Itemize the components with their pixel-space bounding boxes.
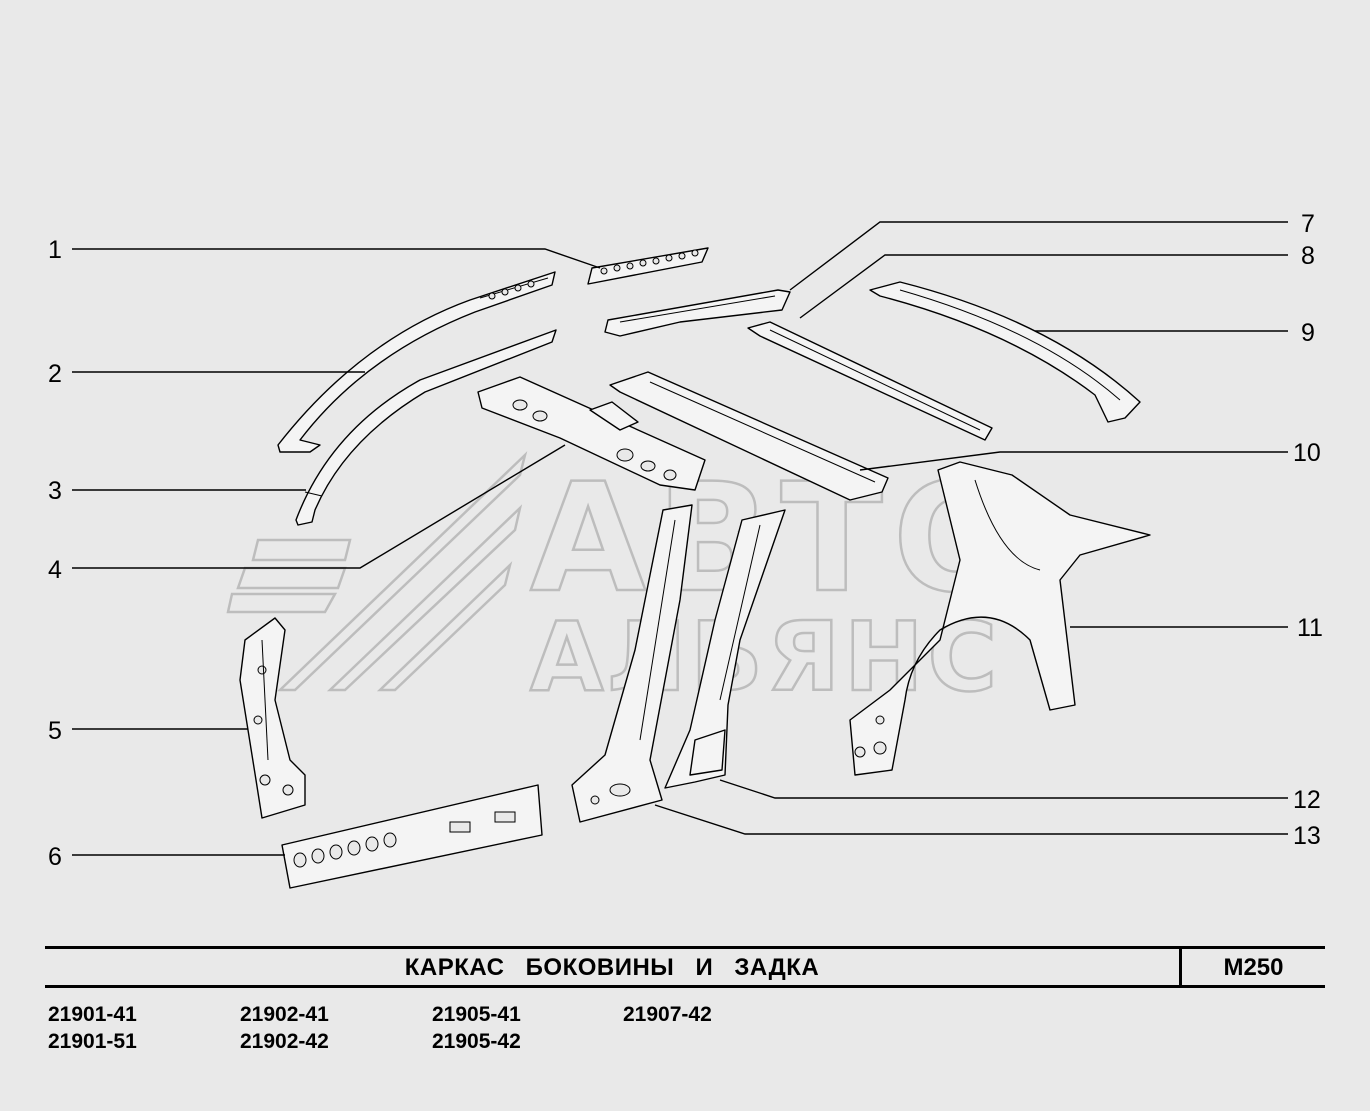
part-4-rear-panel-upper (477, 376, 706, 491)
part-7-roof-bow-front (604, 289, 791, 337)
callout-7: 7 (1301, 210, 1315, 238)
part-10-roof-rail-center (609, 371, 889, 501)
leader-8 (799, 254, 1288, 319)
leader-4 (72, 444, 566, 569)
page-title: КАРКАС БОКОВИНЫ И ЗАДКА (404, 954, 820, 981)
watermark: АВТО АЛЬЯНС (226, 451, 1022, 714)
part-9-roof-bow-rear (869, 281, 1141, 423)
part-3-roof-side-rail-inner (295, 329, 557, 526)
model-code: 21902-42 (240, 1030, 329, 1053)
callout-9: 9 (1301, 319, 1315, 347)
callout-4: 4 (48, 556, 62, 584)
part-6-sill-inner (281, 784, 543, 889)
callout-5: 5 (48, 717, 62, 745)
leader-1 (72, 248, 601, 269)
model-code: 21901-41 (48, 1003, 137, 1026)
leader-7 (789, 221, 1288, 291)
model-code: 21901-51 (48, 1030, 137, 1053)
leader-10 (859, 451, 1288, 471)
watermark-line2: АЛЬЯНС (530, 603, 1001, 713)
callout-11: 11 (1297, 614, 1323, 642)
callout-3: 3 (48, 477, 62, 505)
part-2-roof-side-rail-outer (277, 271, 556, 453)
leader-12 (719, 779, 1288, 799)
callout-12: 12 (1293, 786, 1321, 814)
callout-13: 13 (1293, 822, 1321, 850)
part-11-rear-wheelhouse-panel (849, 461, 1151, 776)
parts (239, 247, 1151, 889)
part-12-center-pillar-inner (664, 509, 786, 789)
title-bar: КАРКАС БОКОВИНЫ И ЗАДКА M250 (45, 946, 1325, 988)
parts-diagram: АВТО АЛЬЯНС (48, 210, 1323, 889)
model-code: 21905-41 (432, 1003, 521, 1026)
leader-lines (72, 221, 1288, 856)
callout-numbers: 1 2 3 4 5 6 7 8 9 10 11 12 13 (48, 210, 1323, 871)
callout-1: 1 (48, 236, 62, 264)
part-5-front-pillar (239, 617, 306, 819)
model-code: 21907-42 (623, 1003, 712, 1026)
callout-2: 2 (48, 360, 62, 388)
part-8-roof-bow-middle (747, 321, 993, 441)
callout-10: 10 (1293, 439, 1321, 467)
title-divider (1179, 949, 1182, 985)
leader-13 (654, 804, 1288, 835)
callout-8: 8 (1301, 242, 1315, 270)
model-code: 21905-42 (432, 1030, 521, 1053)
part-1-roof-reinforcement (587, 247, 709, 285)
model-code: 21902-41 (240, 1003, 329, 1026)
page-code: M250 (1223, 954, 1284, 981)
callout-6: 6 (48, 843, 62, 871)
part-13-center-pillar-outer (571, 504, 693, 823)
